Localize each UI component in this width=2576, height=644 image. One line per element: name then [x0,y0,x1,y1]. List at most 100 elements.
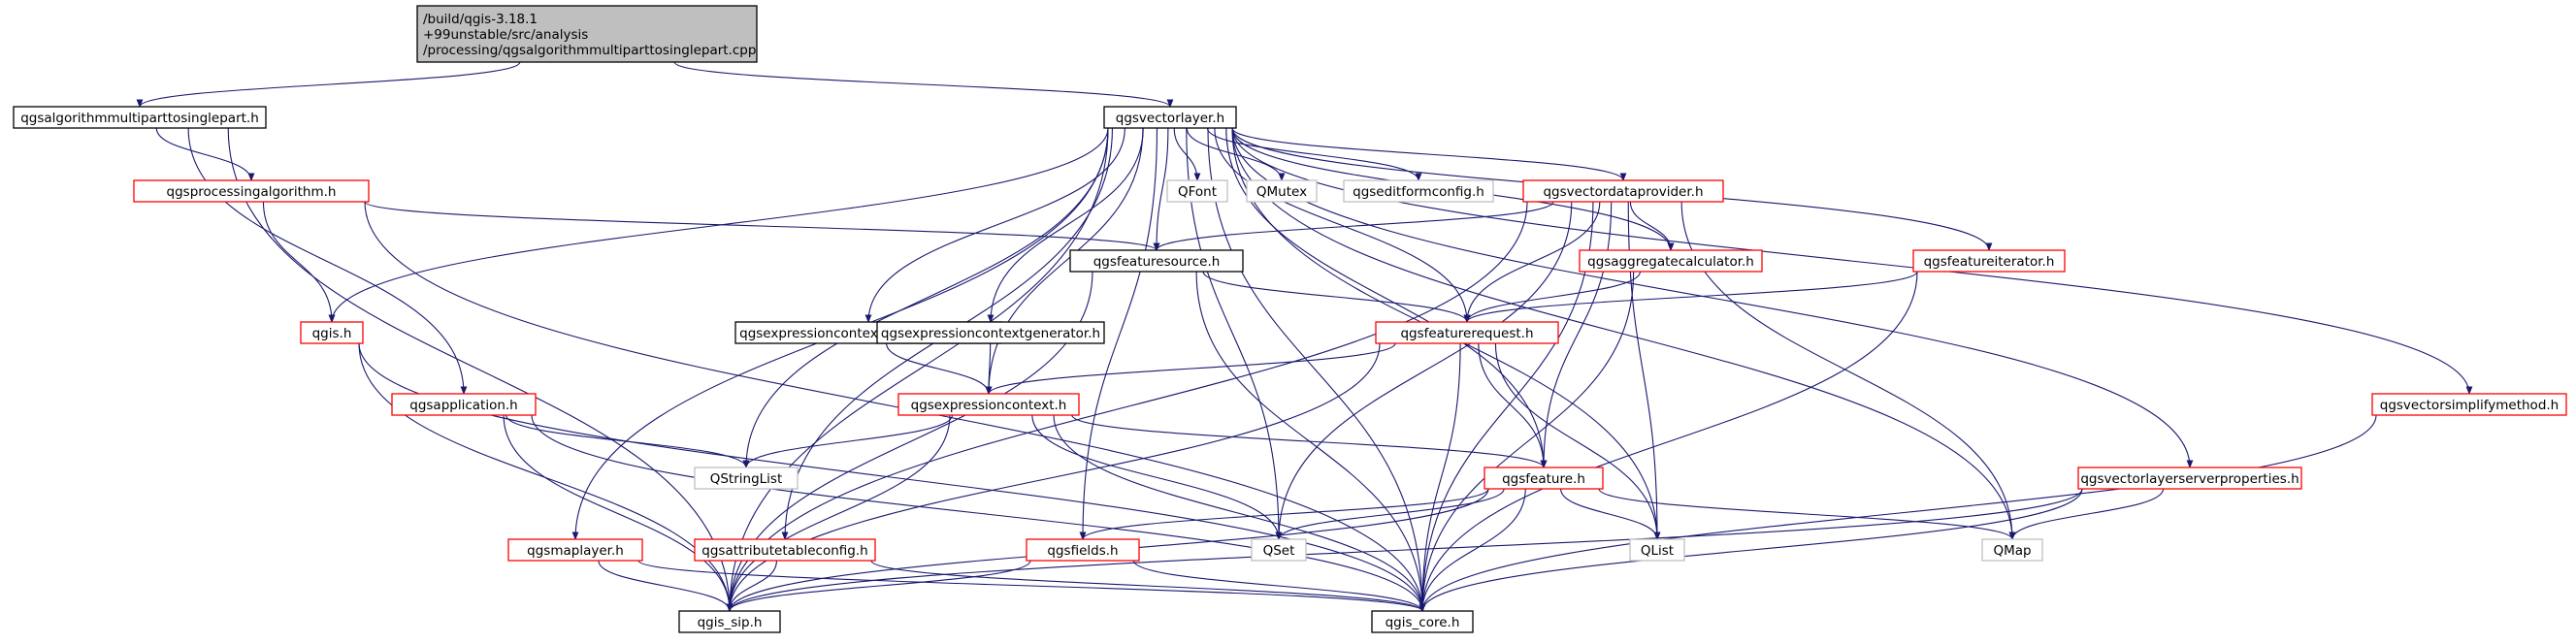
node-aggcalc[interactable]: qgsaggregatecalculator.h [1579,249,1763,273]
edge-vl-to-qstrlist [746,127,1109,467]
node-vl[interactable]: qgsvectorlayer.h [1103,106,1237,129]
edge-root-to-vl [673,61,1170,108]
node-qmap: QMap [1981,538,2043,562]
node-sip[interactable]: qgis_sip.h [678,610,781,633]
edge-app-to-qstrlist [505,414,746,468]
edge-ecg-to-expctx [989,342,991,394]
node-label: QFont [1178,184,1217,200]
edge-vl-to-qfont [1173,127,1197,180]
node-box [1629,538,1685,562]
edge-feature-to-qmap [1598,488,2012,540]
node-box [1579,249,1763,273]
edge-vl-to-sip [730,127,1109,611]
node-feature[interactable]: qgsfeature.h [1484,467,1604,490]
edge-app-to-core [531,414,1422,611]
node-label: +99unstable/src/analysis [423,27,588,43]
edge-aggcalc-to-core [1422,271,1635,611]
edge-vdp-to-freq [1467,201,1601,322]
edge-feature-to-qlist [1560,488,1657,540]
node-box [416,5,758,63]
node-label: QSet [1263,543,1295,559]
edge-vdp-to-fsrc [1157,201,1554,251]
node-box [678,610,781,633]
edge-vdp-to-core [1422,201,1594,611]
node-label: qgis.h [312,326,352,341]
node-label: QList [1641,543,1674,559]
edge-maplayer-to-core [637,560,1422,612]
node-box [13,106,267,129]
node-root: /build/qgis-3.18.1+99unstable/src/analys… [416,5,758,63]
edge-vl-to-simplify [1231,127,2469,394]
node-expctx[interactable]: qgsexpressioncontext.h [897,393,1080,416]
edge-freq-to-core [1422,342,1461,611]
node-box [1069,249,1244,273]
edge-vlsp-to-qmap [2012,488,2165,540]
edge-vl-to-ecg [991,127,1144,322]
node-core[interactable]: qgis_core.h [1371,610,1474,633]
edge-vlsp-to-sip [730,488,2083,612]
edge-vlsp-to-core [1422,488,2083,611]
node-fiter[interactable]: qgsfeatureiterator.h [1912,249,2066,273]
node-label: qgis_core.h [1386,615,1460,630]
node-box [391,393,537,416]
node-box [694,467,799,490]
node-ecg[interactable]: qgsexpressioncontextgenerator.h [876,321,1105,344]
edge-fsrc-to-freq [1202,271,1467,323]
edge-freq-to-qlist [1494,342,1657,539]
edge-expctx-to-qset [1031,414,1279,539]
node-qstrlist: QStringList [694,467,799,490]
node-label: qgsmaplayer.h [527,543,624,559]
node-box [1484,467,1604,490]
edge-vdp-to-aggcalc [1629,201,1671,251]
edge-maplayer-to-sip [598,560,730,612]
edge-procalg-to-core [364,201,1422,611]
node-maplayer[interactable]: qgsmaplayer.h [507,538,643,562]
edge-vl-to-core [1207,127,1422,611]
node-label: qgsvectordataprovider.h [1543,184,1703,200]
node-procalg[interactable]: qgsprocessingalgorithm.h [133,179,370,203]
node-qgis[interactable]: qgis.h [300,321,364,344]
edge-attrtbl-to-core [870,560,1422,612]
node-qset: QSet [1251,538,1307,562]
edge-freq-to-feature [1478,342,1544,467]
edge-fiter-to-core [1422,271,1918,611]
edge-expctx-to-qstrlist [746,414,954,468]
edge-vl-to-expctx [989,127,1144,394]
node-fsrc[interactable]: qgsfeaturesource.h [1069,249,1244,273]
node-label: qgsaggregatecalculator.h [1587,254,1754,270]
node-app[interactable]: qgsapplication.h [391,393,537,416]
edge-root-to-algo [140,61,521,108]
node-label: QStringList [710,471,783,487]
node-attrtbl[interactable]: qgsattributetableconfig.h [694,538,876,562]
node-box [1522,179,1724,203]
edge-algo-to-app [187,127,464,394]
node-label: qgseditformconfig.h [1353,184,1484,200]
edge-vl-to-feature [1225,127,1544,467]
edge-algo-to-procalg [155,127,251,181]
node-label: qgsapplication.h [409,398,518,413]
node-box [694,538,876,562]
node-label: QMap [1993,543,2031,559]
edge-vdp-to-qset [1279,201,1573,539]
nodes-layer: /build/qgis-3.18.1+99unstable/src/analys… [13,5,2567,633]
node-simplify[interactable]: qgsvectorsimplifymethod.h [2371,393,2567,416]
edge-vl-to-vdp [1231,127,1623,181]
edge-freq-to-expctx [989,342,1396,395]
node-vdp[interactable]: qgsvectordataprovider.h [1522,179,1724,203]
node-box [876,321,1105,344]
node-algo[interactable]: qgsalgorithmmultiparttosinglepart.h [13,106,267,129]
node-label: qgsvectorsimplifymethod.h [2380,398,2560,413]
node-vlsp[interactable]: qgsvectorlayerserverproperties.h [2077,467,2302,490]
node-label: qgsfeatureiterator.h [1924,254,2055,270]
node-label: qgsfields.h [1047,543,1118,559]
node-label: qgsfeature.h [1502,471,1585,487]
edge-feature-to-core [1422,488,1526,611]
node-box [133,179,370,203]
edge-vl-to-fsrc [1157,127,1169,250]
node-box [1026,538,1140,562]
node-box [897,393,1080,416]
node-box [1251,538,1307,562]
node-fields[interactable]: qgsfields.h [1026,538,1140,562]
node-box [300,321,364,344]
node-freq[interactable]: qgsfeaturerequest.h [1375,321,1559,344]
